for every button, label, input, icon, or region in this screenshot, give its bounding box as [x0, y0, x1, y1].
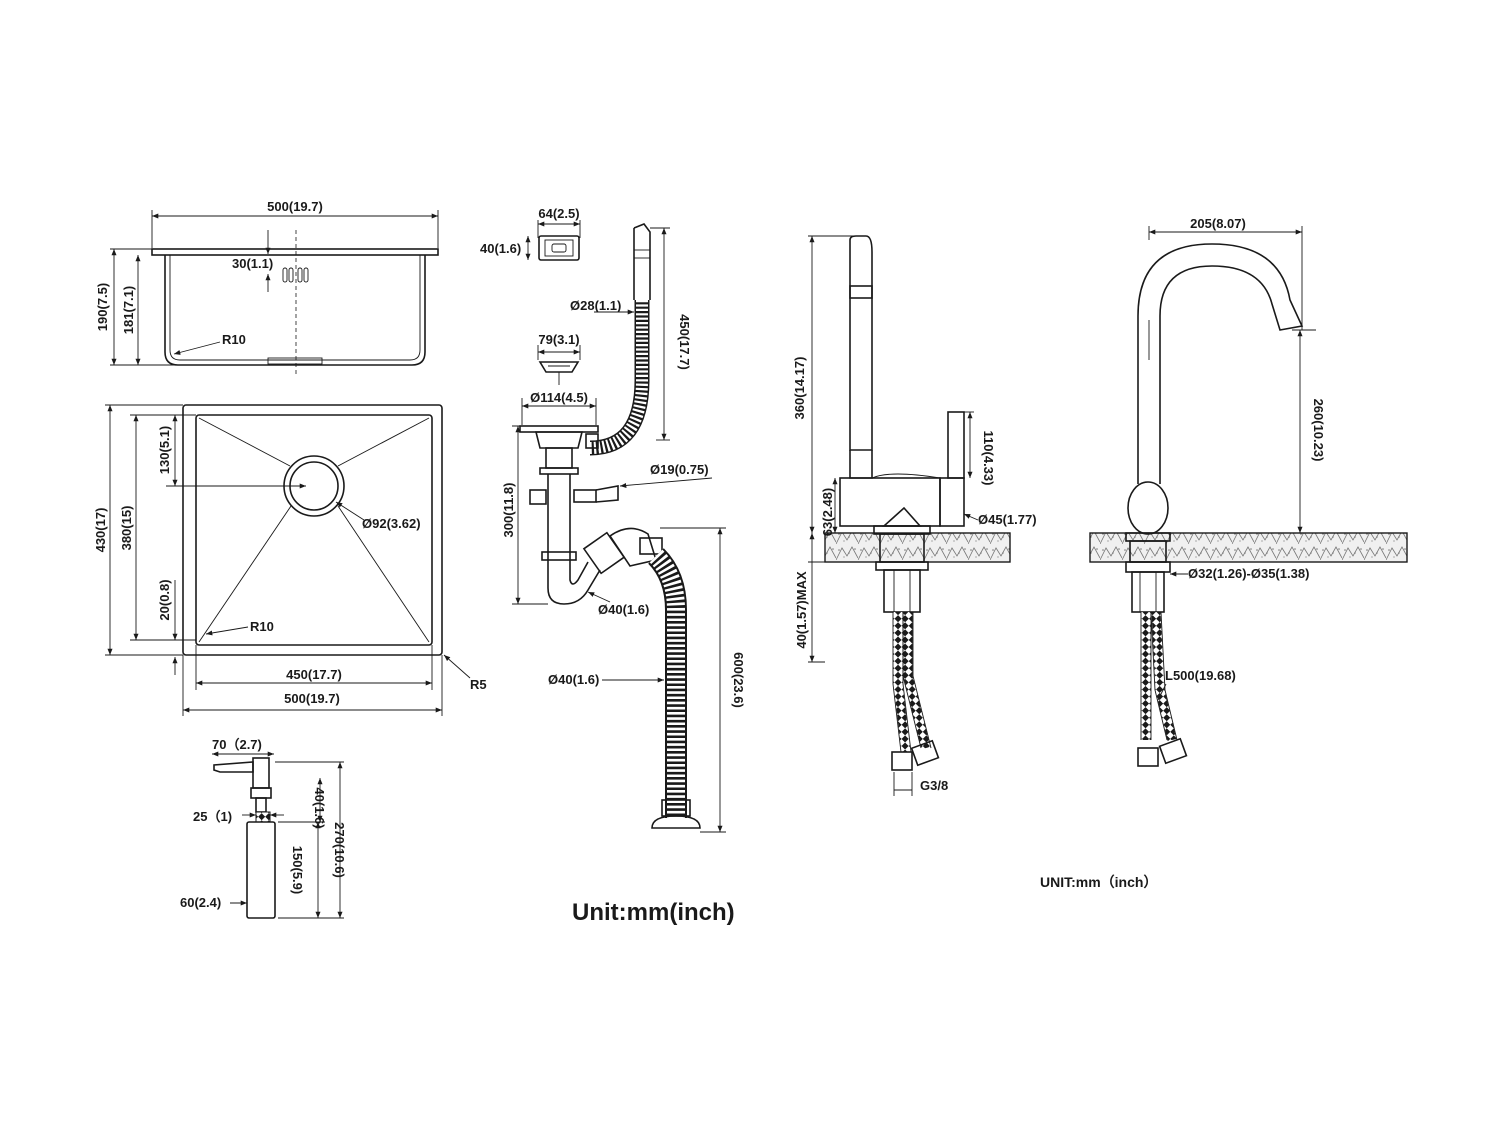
sink-outer-rim	[182, 404, 443, 656]
hose-dia-label: Ø40(1.6)	[548, 672, 599, 687]
unit-label: Unit:mm(inch)	[572, 899, 735, 926]
soap-pump-head	[252, 757, 270, 789]
hose-length-label: 600(23.6)	[731, 652, 746, 708]
drain-dia-label: Ø92(3.62)	[362, 516, 421, 531]
mounting-nut-front	[883, 569, 921, 613]
unit-label-2: UNIT:mm（inch）	[1040, 874, 1157, 890]
spout-reach-label: 205(8.07)	[1190, 216, 1246, 231]
sink-width-label: 500(19.7)	[267, 199, 323, 214]
faucet-side-view: 205(8.07) 260(10.23) Ø32(1.26)-Ø35(1.38)…	[1089, 216, 1408, 767]
soap-thread	[255, 811, 271, 823]
outer-width-label: 500(19.7)	[284, 691, 340, 706]
drain-body	[545, 447, 573, 469]
side-inlet	[529, 489, 547, 505]
strainer-basket	[538, 361, 580, 373]
soap-collar	[250, 787, 272, 799]
trap-dia-label: Ø40(1.6)	[598, 602, 649, 617]
deck-max-label: 40(1.57)MAX	[794, 571, 809, 649]
handle-height-label: 110(4.33)	[981, 431, 996, 486]
trap-nut	[541, 551, 577, 561]
sink-side-view: 500(19.7) 30(1.1) 190(7.5) 181(7.1) R10	[95, 199, 439, 375]
supply-hose-left	[893, 612, 911, 753]
soap-nozzle-label: 70（2.7)	[212, 737, 262, 752]
inner-width-label: 450(17.7)	[286, 667, 342, 682]
faucet-height-label: 360(14.17)	[792, 357, 807, 420]
overflow-pipe-length-label: 450(17.7)	[677, 314, 692, 370]
base-dia-label: Ø45(1.77)	[978, 512, 1037, 527]
overflow-pipe-dia-label: Ø28(1.1)	[570, 298, 621, 313]
side-hose-nut-2	[1158, 737, 1188, 765]
soap-bottle-dia-label: 60(2.4)	[180, 895, 221, 910]
soap-bottle-label: 150(5.9)	[290, 846, 305, 894]
sink-outer-height-label: 190(7.5)	[95, 283, 110, 331]
sink-length-label: 430(17)	[93, 508, 108, 553]
hole-dia-label: Ø32(1.26)-Ø35(1.38)	[1188, 566, 1309, 581]
cap-body	[538, 235, 580, 261]
overflow-corrugated-hose	[589, 300, 650, 456]
side-hose-nut-1	[1137, 747, 1159, 767]
faucet-body-side	[1127, 481, 1169, 535]
drain-kit: Ø28(1.1) 450(17.7) 79(3.1) Ø114(4.5) Ø19…	[501, 223, 746, 833]
faucet-front-view: 360(14.17) 63(2.48) 40(1.57)MAX 110(4.33…	[792, 235, 1037, 796]
gooseneck-spout	[1137, 243, 1304, 484]
countertop-section-side	[1089, 532, 1408, 563]
soap-top-label: 40(1.6)	[312, 787, 327, 828]
faucet-body-front	[839, 477, 941, 527]
thread-label: G3/8	[920, 778, 948, 793]
side-outlet	[573, 489, 597, 503]
overflow-pipe-head	[633, 223, 651, 300]
hose-end-cap	[651, 815, 701, 829]
trap-elbow	[582, 527, 663, 575]
mounting-nut-side	[1131, 571, 1165, 613]
bottom-margin-label: 20(0.8)	[157, 579, 172, 620]
spout-aerator-band	[849, 285, 873, 299]
faucet-handle-lever	[947, 411, 965, 479]
hose-nut-right	[910, 739, 940, 767]
countertop-section-front	[824, 532, 1011, 563]
edge-radius-label: R5	[470, 677, 487, 692]
cap-height-label: 40(1.6)	[480, 241, 521, 256]
sink-rim	[151, 248, 439, 256]
sink-inner-length-label: 380(15)	[119, 506, 134, 551]
strainer-dia-label: 79(3.1)	[538, 332, 579, 347]
p-trap	[547, 560, 601, 605]
spout-height-label: 260(10.23)	[1311, 399, 1326, 462]
sink-inner-height-label: 181(7.1)	[121, 286, 136, 334]
soap-nozzle	[213, 761, 254, 773]
faucet-spout-front	[849, 235, 873, 451]
faucet-handle-base	[939, 477, 965, 527]
top-corner-radius-label: R10	[250, 619, 274, 634]
soap-neck-label: 25（1)	[193, 809, 232, 824]
side-outlet-dia-label: Ø19(0.75)	[650, 462, 709, 477]
drain-flange	[519, 425, 599, 433]
cap-width-label: 64(2.5)	[538, 206, 579, 221]
overflow-height-label: 30(1.1)	[232, 256, 273, 271]
drain-corrugated-hose	[647, 548, 687, 818]
hose-nut-left	[891, 751, 913, 771]
side-supply-hose-2	[1151, 611, 1177, 742]
soap-neck	[255, 797, 267, 813]
soap-total-label: 270(10.6)	[332, 822, 347, 878]
sink-top-view: Ø92(3.62) 430(17) 380(15) 130(5.1) 20(0.…	[93, 404, 487, 716]
drain-offset-label: 130(5.1)	[157, 426, 172, 474]
supply-hose-right	[903, 612, 931, 750]
trap-height-label: 300(11.8)	[501, 483, 516, 538]
overflow-slots	[282, 267, 309, 283]
overflow-cap: 64(2.5) 40(1.6)	[480, 206, 581, 261]
sink-basin-side	[164, 255, 426, 366]
drain-outlet-side	[267, 357, 323, 365]
soap-bottle	[246, 821, 276, 919]
side-corner-radius-label: R10	[222, 332, 246, 347]
flange-dia-label: Ø114(4.5)	[530, 390, 588, 405]
base-height-label: 63(2.48)	[820, 488, 835, 536]
hose-length-label-side: L500(19.68)	[1165, 668, 1236, 683]
sink-inner-basin	[195, 414, 433, 646]
soap-dispenser: 70（2.7) 25（1) 60(2.4) 40(1.6) 150(5.9) 2…	[180, 737, 347, 919]
